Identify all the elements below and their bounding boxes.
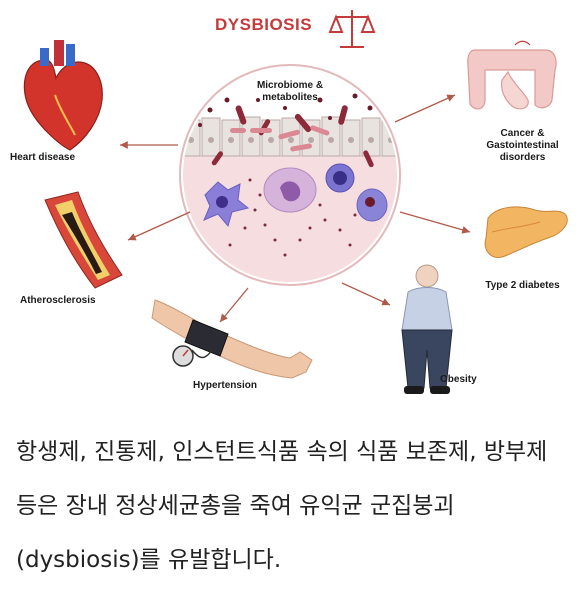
immune-cell-tcell xyxy=(325,163,355,193)
immune-cell-bcell xyxy=(356,188,388,222)
arm-cuff-icon xyxy=(151,299,313,379)
scale-icon xyxy=(328,10,376,48)
dysbiosis-diagram xyxy=(23,10,568,394)
arrow-to-athero xyxy=(127,211,191,241)
label-type2-diabetes: Type 2 diabetes xyxy=(485,280,560,291)
label-heart-disease: Heart disease xyxy=(10,152,76,163)
person-icon xyxy=(401,264,453,394)
heart-icon xyxy=(23,40,103,151)
immune-cell-dendritic xyxy=(203,181,250,228)
arrow-to-diabetes xyxy=(399,211,471,234)
center-label: Microbiome & metabolites xyxy=(256,80,324,103)
intestine-icon xyxy=(467,40,557,110)
arrow-to-obesity xyxy=(341,282,391,306)
label-hypertension: Hypertension xyxy=(193,380,257,391)
label-cancer-gi: Cancer & Gastointestinal disorders xyxy=(486,128,559,163)
pancreas-icon xyxy=(484,206,568,258)
arrow-to-hypertension xyxy=(219,287,249,323)
diagram-title: DYSBIOSIS xyxy=(215,15,313,34)
label-atherosclerosis: Atherosclerosis xyxy=(20,295,96,306)
caption-text: 항생제, 진통제, 인스턴트식품 속의 식품 보존제, 방부제 등은 장내 정상… xyxy=(16,439,548,573)
immune-cell-macrophage xyxy=(263,167,317,213)
artery-icon xyxy=(44,191,123,289)
arrow-to-cancer xyxy=(394,94,456,123)
label-obesity: Obesity xyxy=(440,374,477,385)
